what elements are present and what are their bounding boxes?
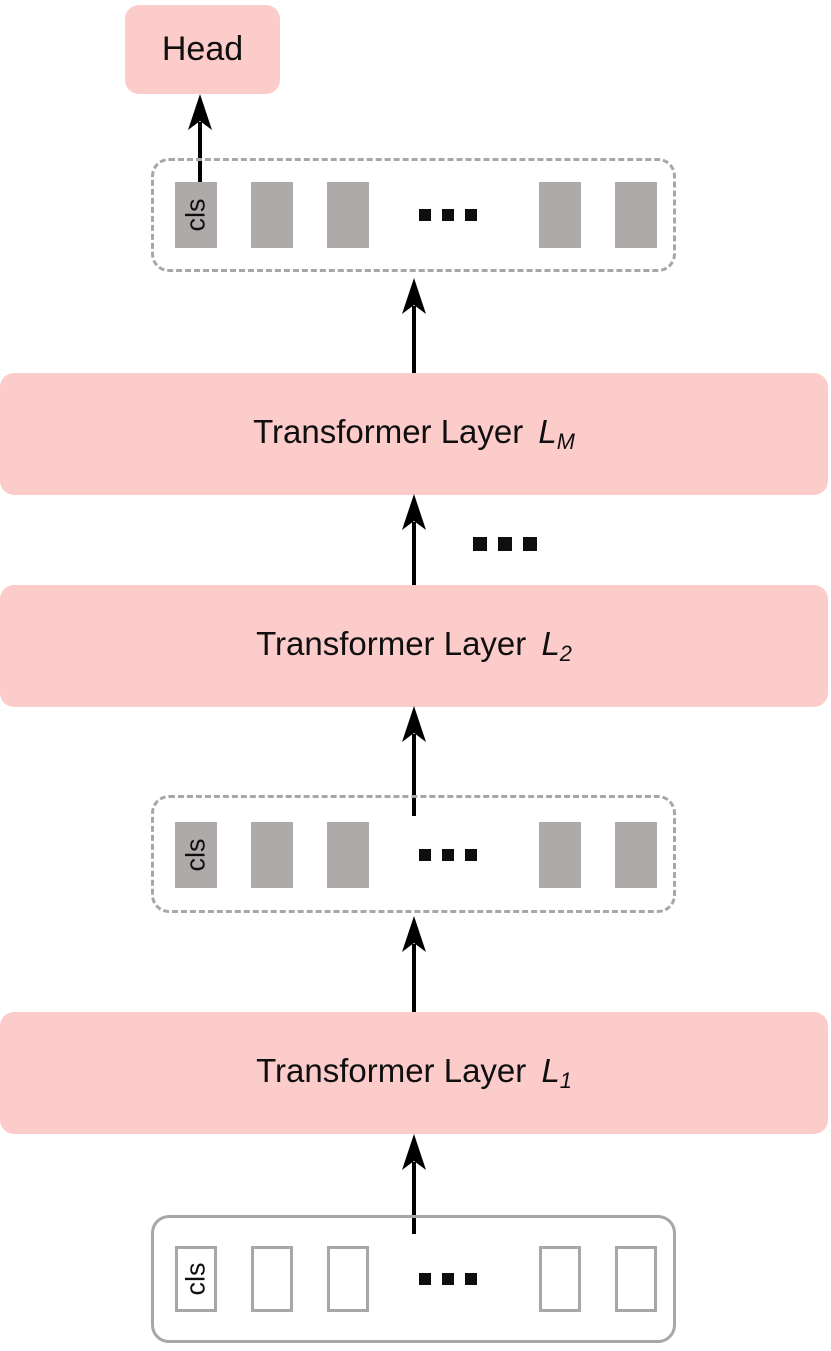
layer-prefix: Transformer Layer [256,624,536,662]
transformer-layer-l2-label: Transformer Layer L2 [256,625,572,667]
token-cell[interactable] [615,1246,657,1312]
cls-token-top[interactable]: cls [175,182,217,248]
transformer-layer-lm-label: Transformer Layer LM [253,413,575,455]
token-cell[interactable] [251,1246,293,1312]
token-cell[interactable] [539,1246,581,1312]
ellipsis-dot [442,209,454,221]
arrow-tokens-bottom-to-l1 [400,1134,428,1234]
arrow-lm-to-tokens-top [400,278,428,376]
token-ellipsis-top [419,209,477,221]
token-cell[interactable] [539,822,581,888]
layer-symbol: L [541,1051,560,1089]
layer-symbol: L [538,412,557,450]
layer-prefix: Transformer Layer [253,412,533,450]
token-group-bottom: cls [151,1215,676,1343]
cls-token-mid[interactable]: cls [175,822,217,888]
layer-subscript: M [556,429,575,455]
layer-prefix: Transformer Layer [256,1051,536,1089]
ellipsis-dot [465,1273,477,1285]
inter-layer-ellipsis [473,537,537,551]
cls-token-label: cls [180,198,211,232]
transformer-layer-l1[interactable]: Transformer Layer L1 [0,1012,828,1134]
ellipsis-dot [523,537,537,551]
token-ellipsis-mid [419,849,477,861]
arrow-tokens-mid-to-l2 [400,706,428,816]
token-cell[interactable] [327,182,369,248]
arrow-l2-to-lm [400,494,428,586]
ellipsis-dot [419,209,431,221]
token-cell[interactable] [327,822,369,888]
token-cell[interactable] [327,1246,369,1312]
head-box[interactable]: Head [125,5,280,94]
layer-symbol: L [541,624,560,662]
cls-token-bottom[interactable]: cls [175,1246,217,1312]
token-cell[interactable] [615,822,657,888]
token-group-mid: cls [151,795,676,913]
arrow-l1-to-tokens-mid [400,916,428,1016]
transformer-layer-l1-label: Transformer Layer L1 [256,1052,572,1094]
ellipsis-dot [442,1273,454,1285]
token-group-top: cls [151,158,676,272]
head-label: Head [161,30,244,68]
ellipsis-dot [473,537,487,551]
ellipsis-dot [465,209,477,221]
token-ellipsis-bottom [419,1273,477,1285]
cls-token-label: cls [180,1262,211,1296]
token-cell[interactable] [615,182,657,248]
cls-token-label: cls [180,838,211,872]
token-cell[interactable] [251,822,293,888]
layer-subscript: 1 [559,1068,572,1094]
ellipsis-dot [465,849,477,861]
token-cell[interactable] [539,182,581,248]
ellipsis-dot [442,849,454,861]
ellipsis-dot [498,537,512,551]
layer-subscript: 2 [559,641,572,667]
transformer-layer-lm[interactable]: Transformer Layer LM [0,373,828,495]
ellipsis-dot [419,1273,431,1285]
ellipsis-dot [419,849,431,861]
transformer-layer-l2[interactable]: Transformer Layer L2 [0,585,828,707]
token-cell[interactable] [251,182,293,248]
